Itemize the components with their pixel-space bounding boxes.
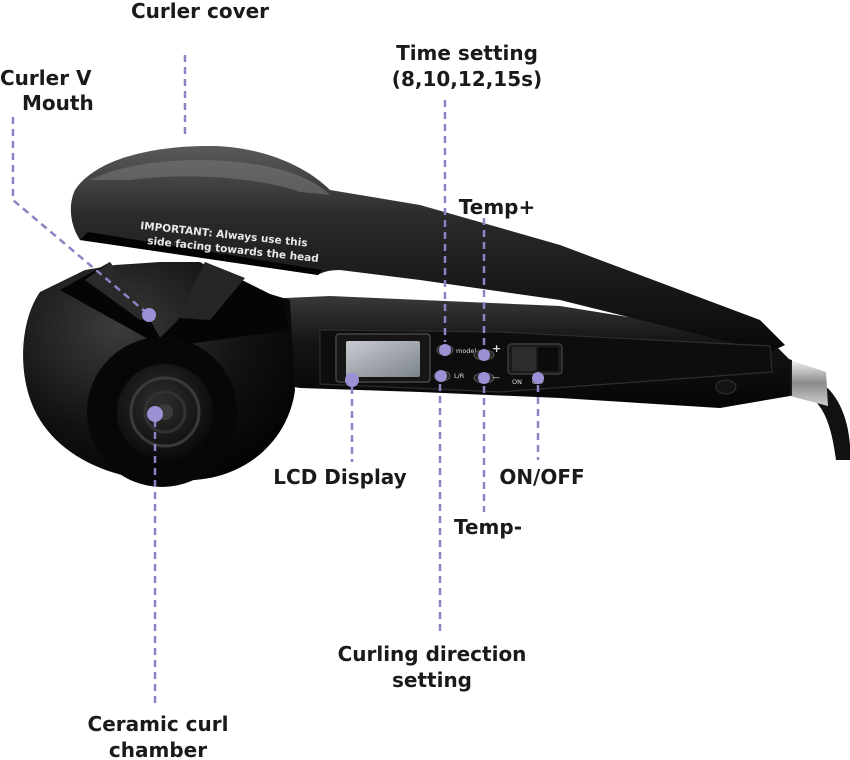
label-temp-minus: Temp- — [454, 515, 522, 539]
label-curling-direction-line1: Curling direction — [338, 642, 527, 666]
handle-grip-dot — [715, 379, 737, 395]
dot-time-setting — [439, 344, 451, 356]
dot-temp-plus — [478, 349, 490, 361]
cover-lip — [80, 232, 322, 275]
label-curler-cover: Curler cover — [131, 0, 269, 23]
dot-v-mouth — [142, 308, 156, 322]
label-v-mouth-line1: Curler V — [0, 66, 92, 90]
label-time-setting-line2: (8,10,12,15s) — [392, 67, 542, 91]
direction-button-label: L/R — [454, 372, 465, 380]
dot-ceramic-chamber — [147, 406, 163, 422]
mode-button-label: model — [456, 347, 476, 355]
label-temp-plus: Temp+ — [459, 195, 535, 219]
cord-swivel-ring — [790, 360, 828, 406]
callout-leaders — [11, 55, 544, 708]
dot-temp-minus — [478, 372, 490, 384]
label-ceramic-chamber-line2: chamber — [109, 738, 207, 760]
temp-minus-sign: — — [492, 373, 500, 382]
leader-v-mouth — [11, 117, 149, 315]
power-switch-toggle[interactable] — [512, 347, 536, 371]
label-curling-direction-line2: setting — [392, 668, 472, 692]
curler-cover-arm — [70, 145, 786, 352]
dot-curling-direction — [435, 370, 447, 382]
dot-on-off — [532, 372, 544, 384]
label-ceramic-chamber-line1: Ceramic curl — [88, 712, 229, 736]
label-lcd-display: LCD Display — [273, 465, 406, 489]
label-on-off: ON/OFF — [499, 465, 584, 489]
dot-lcd-display — [345, 373, 359, 387]
switch-on-label: ON — [512, 378, 522, 386]
label-time-setting-line1: Time setting — [396, 41, 538, 65]
callout-labels: Curler cover Curler V Mouth Time setting… — [0, 0, 585, 760]
lcd-display-screen — [346, 341, 420, 377]
temp-plus-sign: + — [492, 342, 501, 355]
label-v-mouth-line2: Mouth — [22, 91, 94, 115]
